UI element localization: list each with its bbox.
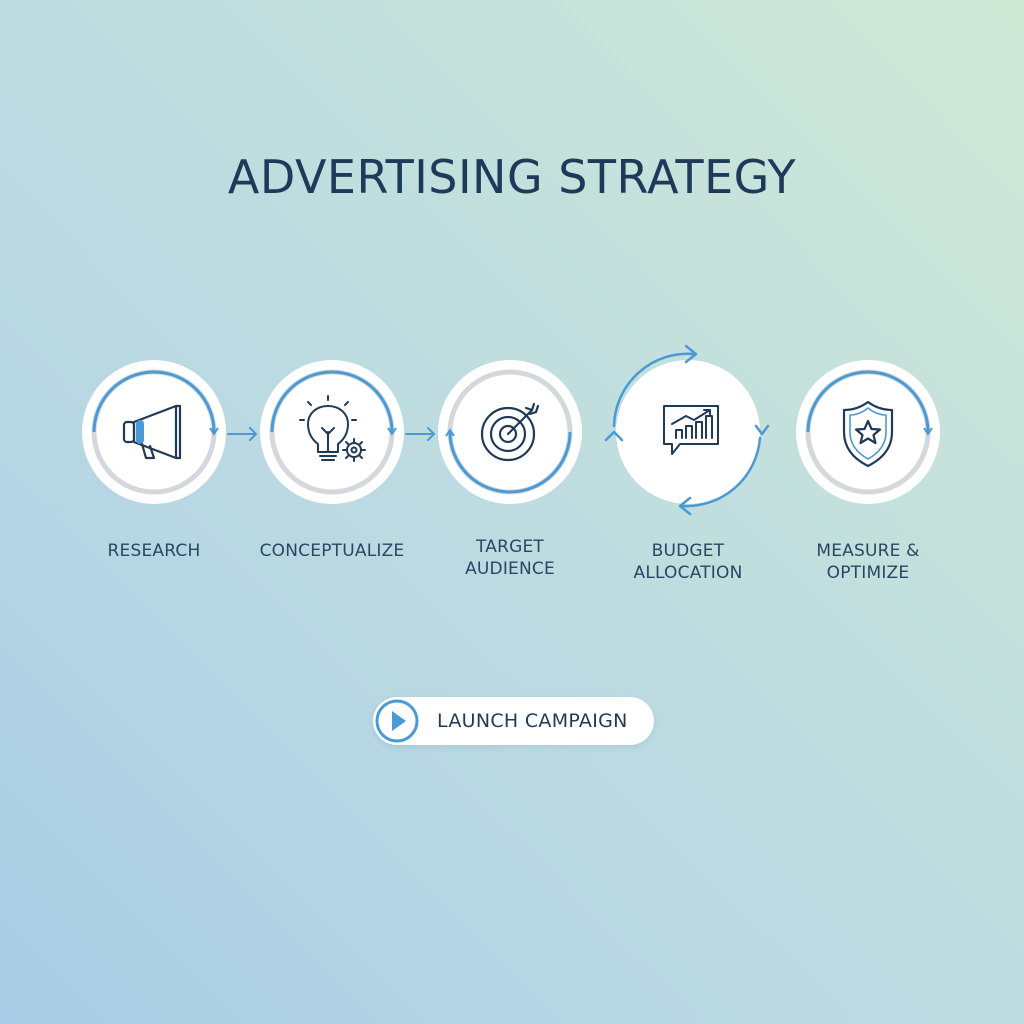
arrow-connector-icon: [405, 427, 436, 441]
step-ring: [616, 360, 760, 504]
step-measure-optimize[interactable]: [794, 358, 942, 506]
step-label-line: MEASURE &: [816, 541, 920, 561]
shield-star-icon: [842, 400, 894, 468]
step-ring: [260, 360, 404, 504]
step-budget-allocation[interactable]: [614, 358, 762, 506]
step-label-line: ALLOCATION: [633, 563, 743, 583]
target-icon: [480, 402, 540, 462]
page-title: ADVERTISING STRATEGY: [227, 150, 797, 204]
step-label-line: CONCEPTUALIZE: [259, 541, 405, 561]
step-ring: [796, 360, 940, 504]
step-label-budget-allocation: BUDGET ALLOCATION: [598, 540, 778, 584]
step-conceptualize[interactable]: [258, 358, 406, 506]
step-label-measure-optimize: MEASURE & OPTIMIZE: [778, 540, 958, 584]
lightbulb-gear-icon: [299, 395, 366, 462]
launch-campaign-button[interactable]: LAUNCH CAMPAIGN: [373, 697, 654, 745]
step-label-research: RESEARCH: [64, 540, 244, 562]
arrow-connector-icon: [227, 427, 258, 441]
play-icon: [375, 699, 419, 743]
step-ring: [82, 360, 226, 504]
step-research[interactable]: [80, 358, 228, 506]
step-label-line: TARGET: [475, 537, 544, 557]
launch-campaign-label: LAUNCH CAMPAIGN: [437, 710, 628, 732]
step-target-audience[interactable]: [436, 358, 584, 506]
step-label-line: AUDIENCE: [465, 559, 555, 579]
growth-chart-icon: [663, 405, 719, 455]
megaphone-icon: [122, 404, 182, 460]
cycle-arrows-icon: [604, 344, 770, 516]
step-label-conceptualize: CONCEPTUALIZE: [242, 540, 422, 562]
step-label-target-audience: TARGET AUDIENCE: [420, 536, 600, 580]
step-label-line: BUDGET: [651, 541, 725, 561]
step-label-line: OPTIMIZE: [826, 563, 910, 583]
step-label-line: RESEARCH: [107, 541, 201, 561]
